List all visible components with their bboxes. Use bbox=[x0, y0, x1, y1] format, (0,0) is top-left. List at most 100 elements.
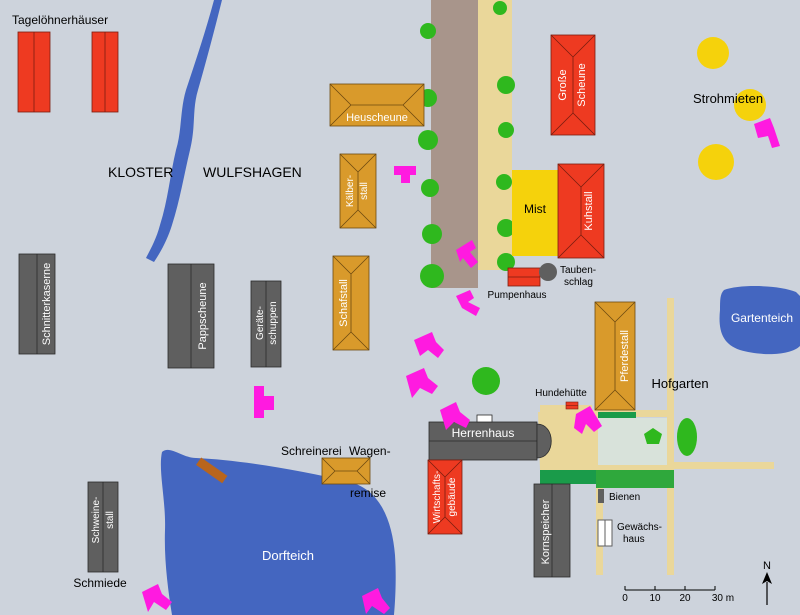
bienen-hive bbox=[598, 489, 604, 503]
strohmieten-stacks bbox=[697, 37, 766, 180]
jetty bbox=[196, 457, 228, 484]
hedge-1 bbox=[540, 470, 596, 484]
north-arrow-icon bbox=[762, 572, 772, 584]
scale-tick-20: 20 bbox=[679, 593, 691, 604]
north-label: N bbox=[763, 560, 771, 572]
tree bbox=[472, 367, 500, 395]
taubenschlag-label-2: schlag bbox=[564, 277, 593, 288]
tree bbox=[496, 174, 512, 190]
gartenteich-label: Gartenteich bbox=[731, 311, 793, 325]
kuhstall-label: Kuhstall bbox=[583, 191, 595, 230]
tree bbox=[420, 264, 444, 288]
dorfteich-pond bbox=[160, 449, 396, 615]
geraeteschuppen-label-1: Geräte- bbox=[255, 306, 266, 340]
marker bbox=[406, 368, 438, 398]
marker bbox=[456, 290, 480, 316]
schnitterkaserne-building: Schnitterkaserne bbox=[18, 253, 56, 355]
markers bbox=[142, 118, 780, 614]
tree bbox=[422, 224, 442, 244]
taubenschlag-building bbox=[539, 263, 557, 281]
schnitterkaserne-label: Schnitterkaserne bbox=[41, 263, 53, 346]
marker bbox=[362, 588, 390, 614]
herrenhaus-building: Herrenhaus bbox=[428, 414, 552, 461]
mist-label: Mist bbox=[524, 202, 547, 216]
tree bbox=[497, 219, 515, 237]
avenue-trees bbox=[418, 1, 515, 395]
hundehuette-label: Hundehütte bbox=[535, 388, 587, 399]
wulfshagen-label: WULFSHAGEN bbox=[203, 164, 302, 180]
heuscheune-building: Heuscheune bbox=[329, 83, 425, 127]
pferdestall-building: Pferdestall bbox=[594, 301, 636, 411]
tree bbox=[420, 23, 436, 39]
gewaechs-label-1: Gewächs- bbox=[617, 522, 662, 533]
pavilion bbox=[644, 428, 662, 444]
marker bbox=[754, 118, 780, 148]
remise-label: remise bbox=[350, 486, 386, 500]
bienen-label: Bienen bbox=[609, 492, 640, 503]
gewaechs-label-2: haus bbox=[623, 534, 645, 545]
schmiede-label: Schmiede bbox=[73, 576, 127, 590]
scale-tick-10: 10 bbox=[649, 593, 661, 604]
kornspeicher-building: Kornspeicher bbox=[533, 483, 571, 578]
marker bbox=[414, 332, 444, 358]
pappscheune-building: Pappscheune bbox=[167, 263, 215, 369]
pappscheune-label: Pappscheune bbox=[197, 282, 209, 349]
wirtschaft-label-1: Wirtschafts- bbox=[432, 471, 443, 524]
tree bbox=[497, 253, 515, 271]
grosse-scheune-label-1: Große bbox=[557, 69, 569, 100]
kloster-label: KLOSTER bbox=[108, 164, 173, 180]
schafstall-label: Schafstall bbox=[338, 279, 350, 327]
schweinestall-building: Schweine- stall bbox=[87, 481, 119, 573]
pumpenhaus-label: Pumpenhaus bbox=[488, 290, 547, 301]
grosse-scheune-building: Große Scheune bbox=[550, 34, 596, 136]
geraeteschuppen-building: Geräte- schuppen bbox=[250, 280, 282, 368]
tree bbox=[418, 130, 438, 150]
tree bbox=[493, 1, 507, 15]
hedge-2 bbox=[596, 470, 674, 488]
kaelberstall-label-1: Kälber- bbox=[345, 175, 356, 207]
scale-tick-0: 0 bbox=[622, 593, 628, 604]
schreinerei-building bbox=[321, 457, 371, 485]
north-arrow: N bbox=[762, 560, 772, 605]
schweinestall-label-2: stall bbox=[105, 511, 116, 529]
kornspeicher-label: Kornspeicher bbox=[540, 499, 552, 564]
marker bbox=[142, 584, 172, 612]
heuscheune-label: Heuscheune bbox=[346, 112, 408, 124]
schweinestall-label-1: Schweine- bbox=[91, 497, 102, 544]
tree bbox=[498, 122, 514, 138]
tree bbox=[421, 179, 439, 197]
strohmieten-label: Strohmieten bbox=[693, 91, 763, 106]
taubenschlag-label-1: Tauben- bbox=[560, 265, 596, 276]
tageloehner-houses bbox=[17, 31, 119, 113]
marker bbox=[254, 386, 274, 418]
geraeteschuppen-label-2: schuppen bbox=[268, 301, 279, 344]
marker bbox=[440, 402, 470, 430]
pferdestall-label: Pferdestall bbox=[619, 330, 631, 382]
gewaechshaus-building bbox=[597, 519, 613, 547]
schafstall-building: Schafstall bbox=[332, 255, 370, 351]
stream bbox=[146, 0, 222, 262]
tree bbox=[497, 76, 515, 94]
marker bbox=[456, 240, 478, 268]
wirtschaft-label-2: gebäude bbox=[447, 477, 458, 516]
kuhstall-building: Kuhstall bbox=[557, 163, 605, 259]
marker bbox=[394, 166, 416, 183]
grosse-scheune-label-2: Scheune bbox=[576, 63, 588, 106]
garden-shrub bbox=[677, 418, 697, 456]
wagen-label: Wagen- bbox=[349, 444, 391, 458]
kaelberstall-label-2: stall bbox=[359, 182, 370, 200]
hedge-3 bbox=[598, 412, 636, 418]
wirtschaftsgebaeude-building: Wirtschafts- gebäude bbox=[427, 459, 463, 535]
hofgarten-label: Hofgarten bbox=[651, 376, 708, 391]
marker bbox=[574, 406, 602, 434]
gartenteich-pond bbox=[719, 286, 800, 355]
mist-area bbox=[512, 170, 558, 256]
scale-bar: 0 10 20 30 m bbox=[622, 586, 734, 604]
tageloehner-label: Tagelöhnerhäuser bbox=[12, 13, 108, 27]
kaelberstall-building: Kälber- stall bbox=[339, 153, 377, 229]
dorfteich-label: Dorfteich bbox=[262, 548, 314, 563]
scale-tick-30: 30 m bbox=[712, 593, 734, 604]
schreinerei-label: Schreinerei bbox=[281, 444, 342, 458]
herrenhaus-label: Herrenhaus bbox=[452, 426, 515, 440]
